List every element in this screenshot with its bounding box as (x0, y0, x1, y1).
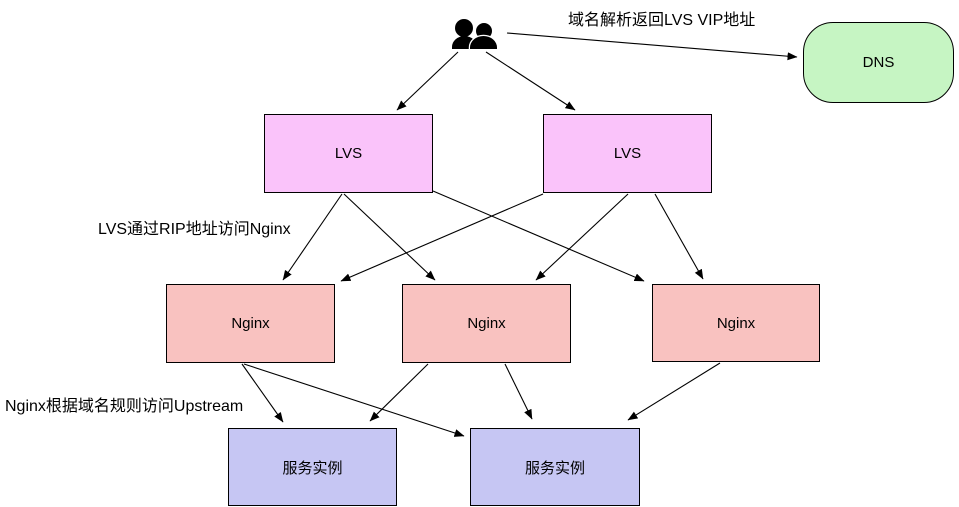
edge-users-lvs2 (485, 51, 576, 111)
node-lvs2-label: LVS (613, 145, 642, 162)
edge-lvs1-nginx1 (282, 193, 343, 281)
edge-nginx2-service1 (369, 363, 429, 422)
annotation-dns-note: 域名解析返回LVS VIP地址 (568, 12, 756, 29)
node-dns-label: DNS (862, 54, 895, 71)
node-lvs1: LVS (264, 114, 433, 193)
users-icon (452, 19, 499, 51)
edge-nginx2-service2 (504, 363, 533, 420)
node-nginx3: Nginx (652, 284, 820, 362)
node-dns: DNS (803, 22, 954, 103)
node-service2: 服务实例 (470, 428, 640, 506)
node-service2-label: 服务实例 (524, 459, 585, 477)
annotation-upstream-note: Nginx根据域名规则访问Upstream (5, 398, 244, 415)
node-nginx2: Nginx (402, 284, 571, 363)
edge-lvs2-nginx3 (654, 193, 704, 280)
edge-lvs2-nginx2 (535, 193, 629, 281)
node-lvs1-label: LVS (334, 145, 363, 162)
node-lvs2: LVS (543, 114, 712, 193)
edge-nginx3-service2 (627, 362, 721, 421)
edge-lvs1-nginx2 (343, 193, 436, 281)
edge-nginx1-service1 (241, 363, 284, 423)
node-service1-label: 服务实例 (282, 459, 343, 477)
node-service1: 服务实例 (228, 428, 397, 506)
edge-lvs1-nginx3 (432, 190, 645, 282)
edge-lvs2-nginx1 (340, 193, 544, 282)
annotation-rip-note: LVS通过RIP地址访问Nginx (98, 221, 291, 238)
node-nginx1: Nginx (166, 284, 335, 363)
edge-nginx1-service2 (243, 363, 465, 437)
node-nginx1-label: Nginx (231, 315, 270, 332)
node-nginx2-label: Nginx (467, 315, 506, 332)
edge-users-lvs1 (396, 51, 459, 111)
edge-users-dns (506, 32, 798, 61)
node-nginx3-label: Nginx (716, 314, 756, 332)
